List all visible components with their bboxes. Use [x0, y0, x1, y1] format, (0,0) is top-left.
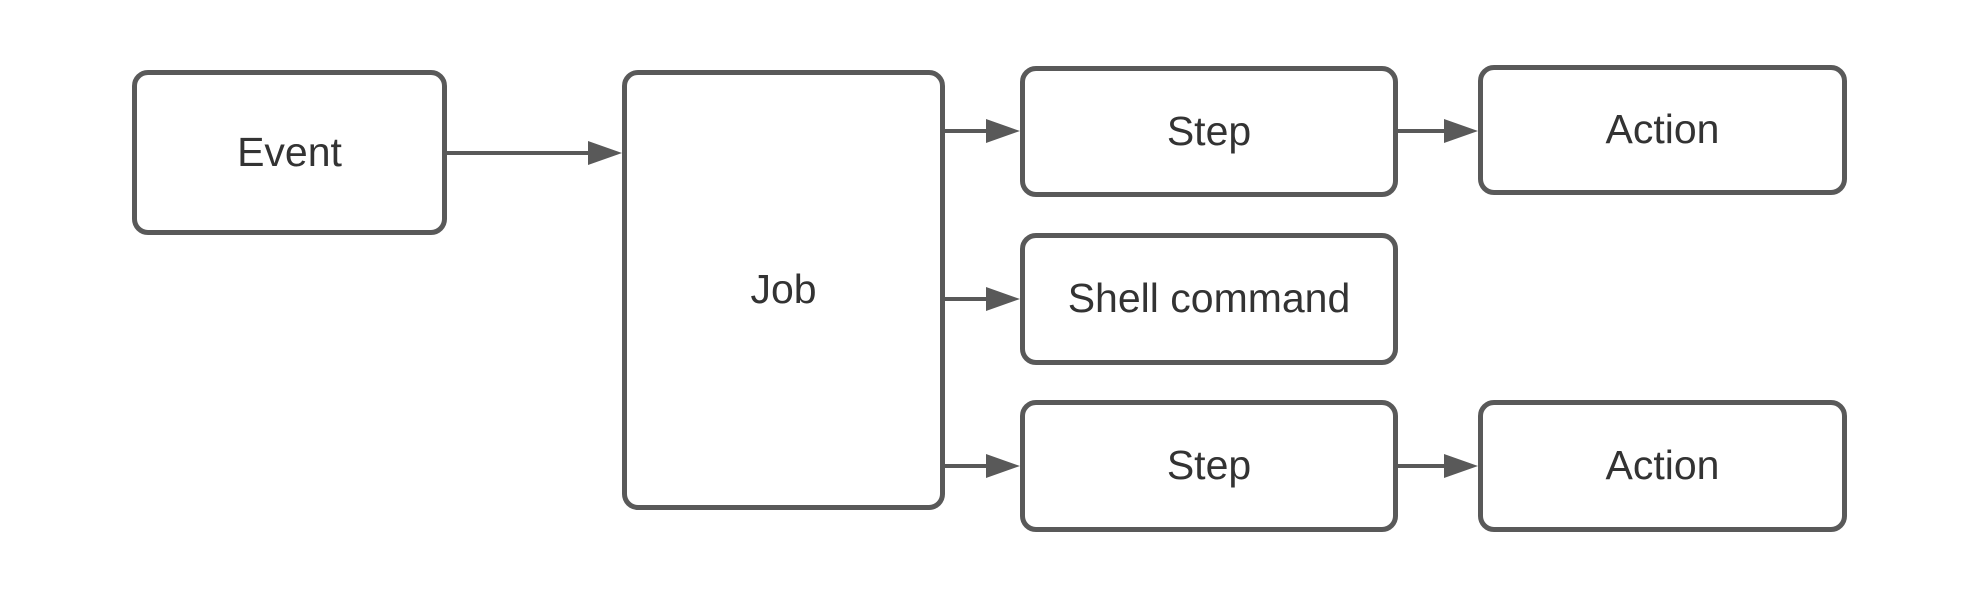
node-label-action-bottom: Action [1605, 442, 1720, 489]
node-label-action-top: Action [1605, 106, 1720, 153]
node-step-bottom: Step [1020, 400, 1398, 532]
edge-job-to-step-bottom [945, 454, 1020, 478]
edge-event-to-job [447, 141, 622, 165]
node-shell-command: Shell command [1020, 233, 1398, 365]
edge-job-to-step-top [945, 119, 1020, 143]
node-label-step-bottom: Step [1166, 442, 1252, 489]
arrowhead-icon [986, 287, 1020, 311]
node-label-event: Event [237, 128, 342, 175]
node-action-bottom: Action [1478, 400, 1847, 532]
edge-step-bottom-to-action-bottom [1397, 454, 1478, 478]
node-action-top: Action [1478, 65, 1847, 195]
node-label-shell-command: Shell command [1067, 275, 1351, 322]
node-event: Event [132, 70, 447, 235]
arrowhead-icon [588, 141, 622, 165]
arrowhead-icon [1444, 454, 1478, 478]
node-label-job: Job [750, 266, 817, 313]
node-label-step-top: Step [1166, 107, 1252, 154]
arrowhead-icon [986, 454, 1020, 478]
node-step-top: Step [1020, 66, 1398, 197]
edge-step-top-to-action-top [1397, 119, 1478, 143]
arrowhead-icon [1444, 119, 1478, 143]
edge-job-to-shell-command [945, 287, 1020, 311]
node-job: Job [622, 70, 945, 510]
arrowhead-icon [986, 119, 1020, 143]
